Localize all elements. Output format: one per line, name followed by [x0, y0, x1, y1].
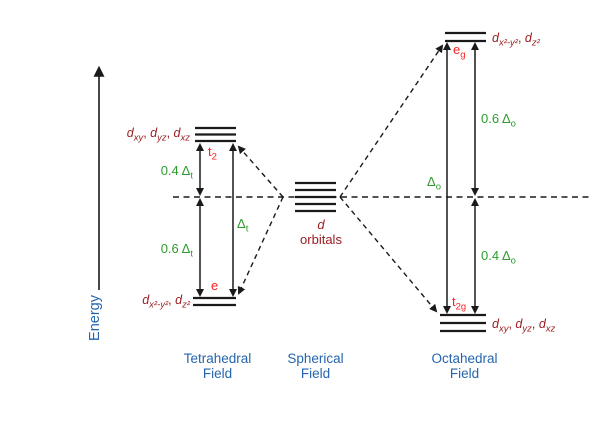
tetrahedral-lower-orbital-label: dx²-y², dz² [142, 293, 190, 311]
diagonal-to-t2 [237, 145, 284, 198]
spherical-d-orbitals-line2: orbitals [300, 232, 342, 247]
spherical-d-level [295, 181, 336, 213]
octahedral-eg-level [445, 31, 486, 43]
diagonal-to-t2g [339, 196, 438, 313]
octahedral-upper-orbital-label: dx²-y², dz² [492, 31, 540, 49]
octahedral-t2g-level [440, 313, 486, 333]
spherical-d-orbitals-line1: d [317, 217, 325, 232]
gap-label-0.4-delta-t: 0.4 Δt [160, 163, 193, 182]
diagonal-to-e [237, 196, 284, 295]
tetrahedral-e-level [193, 296, 236, 307]
octahedral-field-caption-line1: Octahedral [431, 351, 498, 366]
diagonal-to-eg [339, 44, 444, 198]
tetrahedral-upper-orbital-label: dxy, dyz, dxz [126, 126, 190, 144]
tetrahedral-upper-term-symbol: t2 [208, 144, 217, 163]
octahedral-lower-term-symbol: t2g [452, 294, 467, 313]
gap-label-0.6-delta-o: 0.6 Δo [481, 111, 516, 130]
tetrahedral-field-caption-line2: Field [202, 366, 233, 381]
octahedral-gap-arrows [443, 42, 479, 314]
spherical-field-caption: Spherical Field [265, 351, 366, 381]
gap-label-0.6-delta-t: 0.6 Δt [160, 241, 193, 260]
energy-axis-label: Energy [87, 295, 103, 341]
tetrahedral-t2-level [195, 126, 236, 143]
spherical-field-caption-line1: Spherical [287, 351, 344, 366]
octahedral-field-caption: Octahedral Field [414, 351, 515, 381]
octahedral-lower-orbital-label: dxy, dyz, dxz [492, 317, 556, 335]
gap-label-0.4-delta-o: 0.4 Δo [481, 248, 516, 267]
tetrahedral-lower-term-symbol: e [211, 278, 219, 293]
gap-label-delta-o: Δo [427, 174, 441, 193]
tetrahedral-gap-arrows [196, 143, 237, 297]
spherical-field-caption-line2: Field [300, 366, 331, 381]
octahedral-upper-term-symbol: eg [453, 42, 466, 61]
spherical-d-orbitals-label: d orbitals [291, 217, 351, 247]
gap-label-delta-t: Δt [237, 216, 249, 235]
tetrahedral-field-caption-line1: Tetrahedral [183, 351, 252, 366]
octahedral-field-caption-line2: Field [449, 366, 480, 381]
correlation-dashed-lines [237, 44, 444, 313]
tetrahedral-field-caption: Tetrahedral Field [167, 351, 268, 381]
